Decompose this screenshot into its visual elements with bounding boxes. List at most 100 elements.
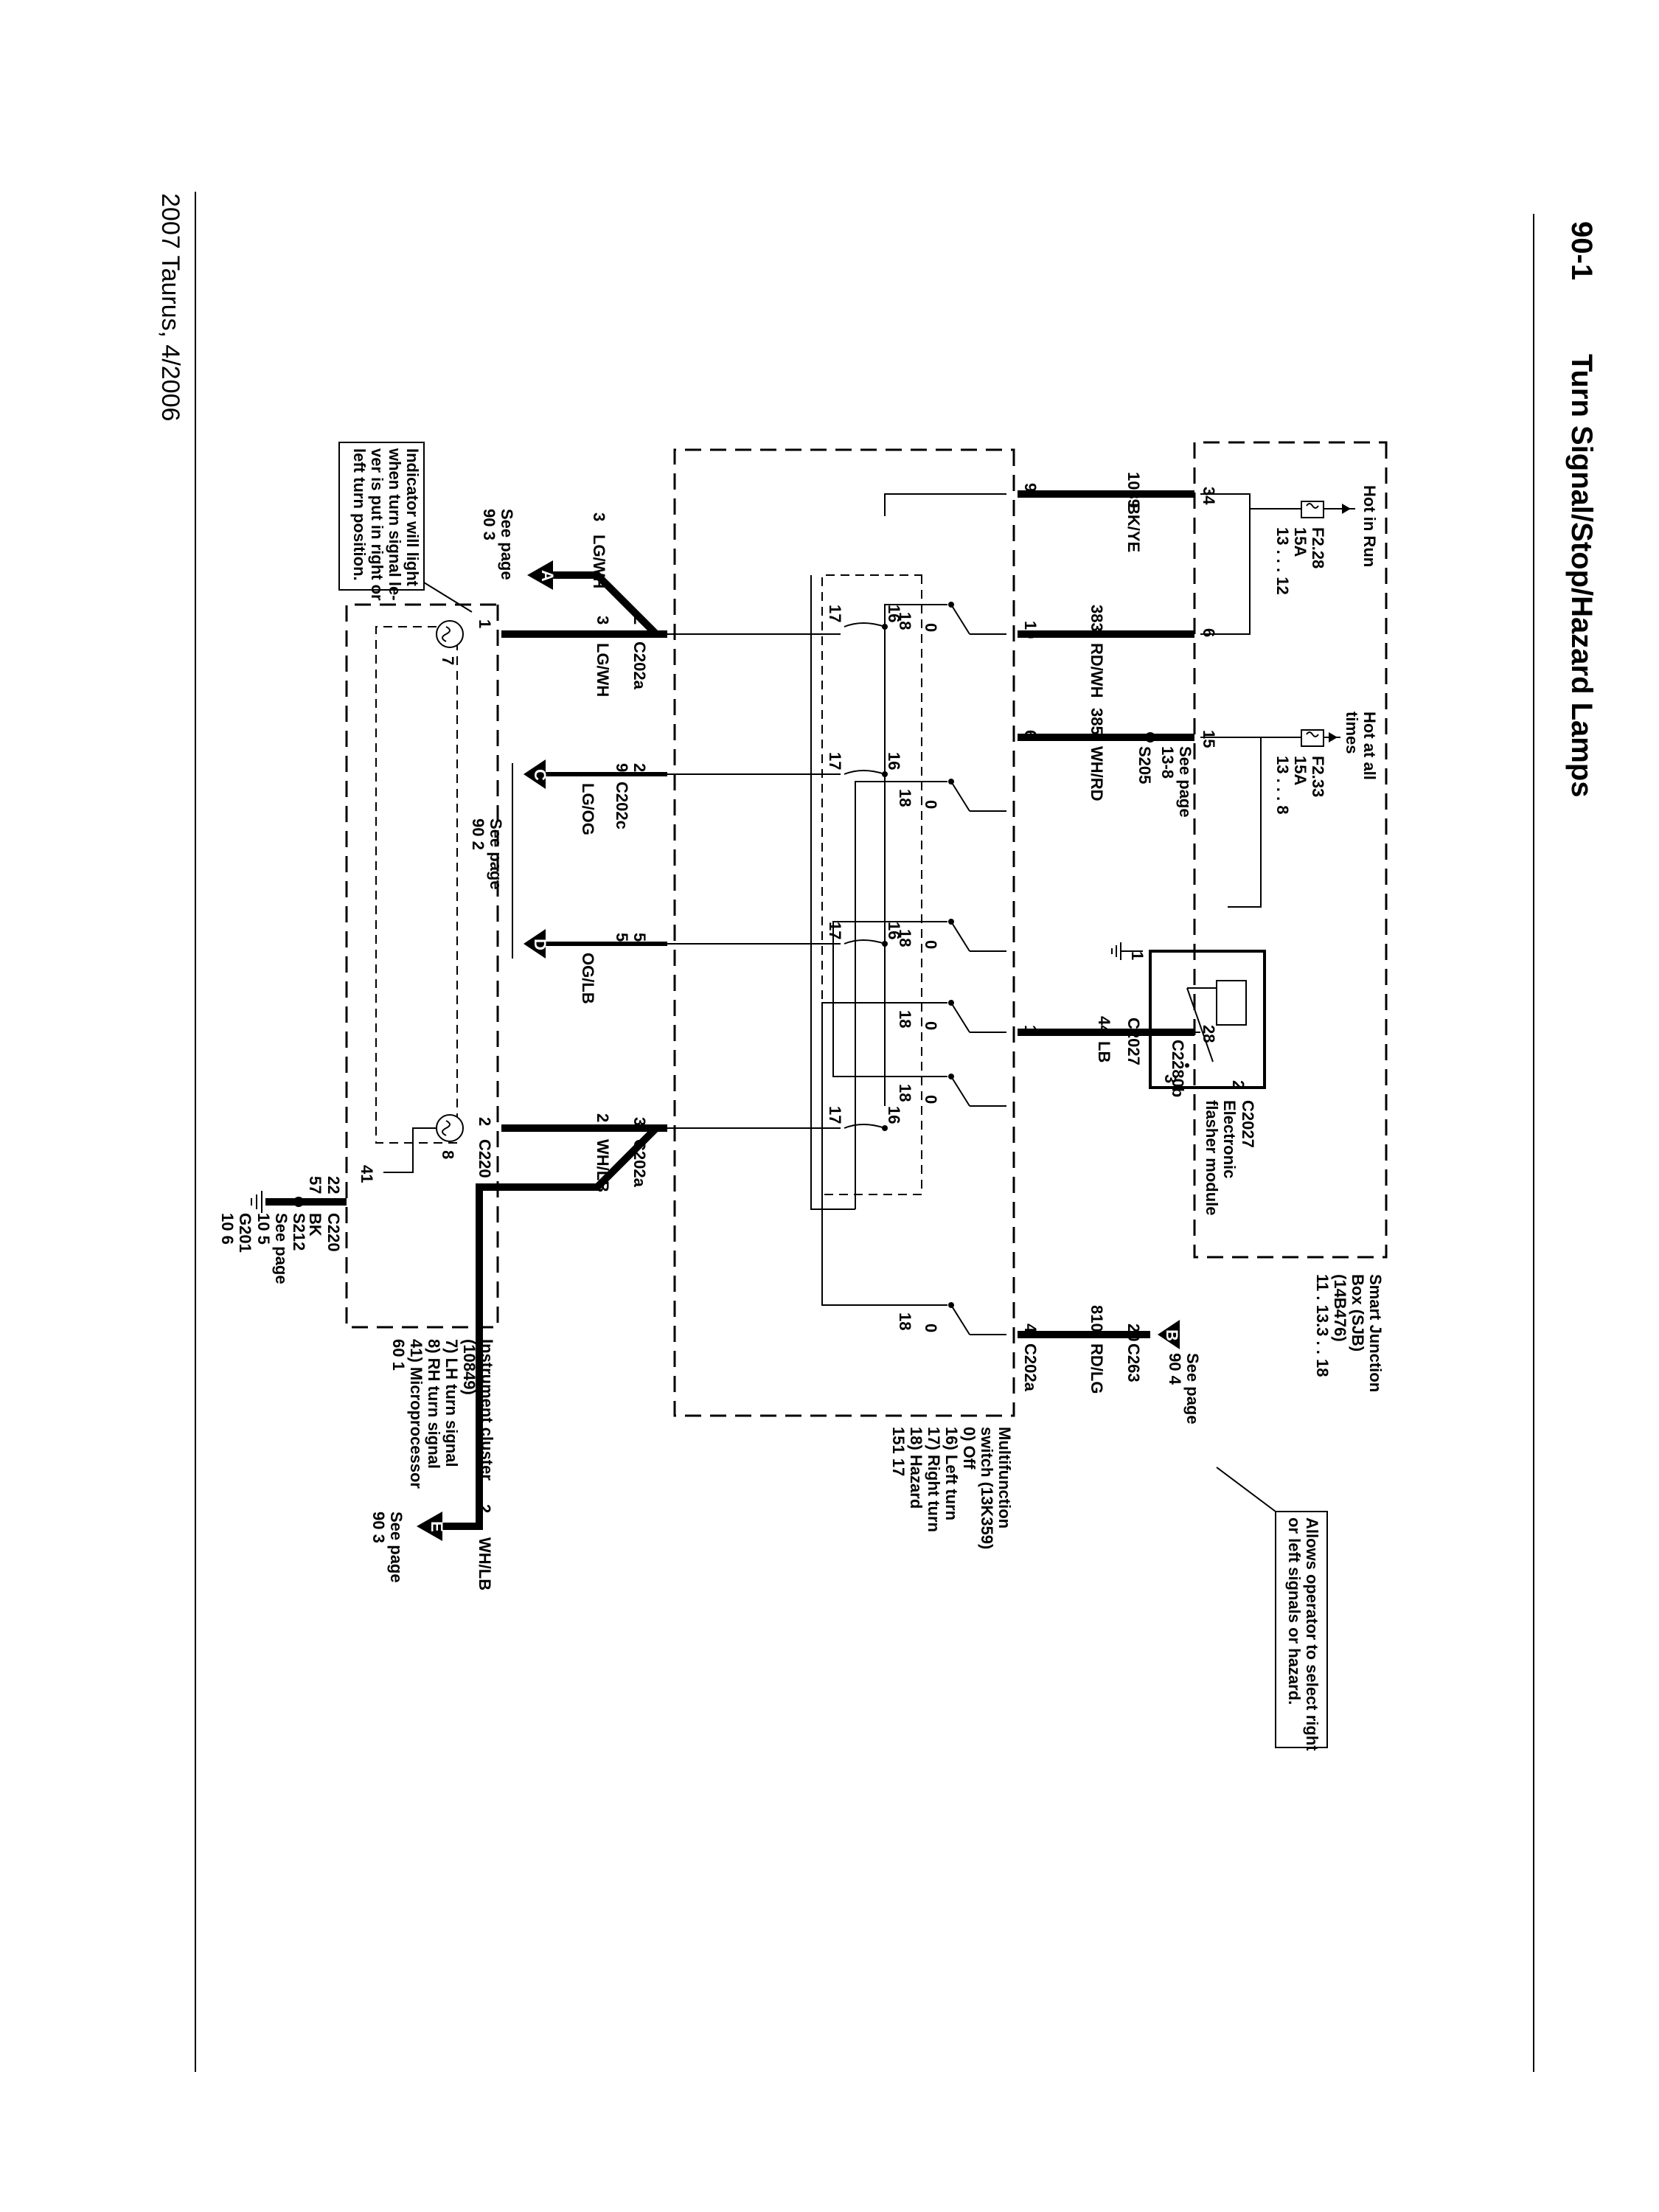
wire2-color: RD/WH xyxy=(1088,643,1106,698)
svg-text:0: 0 xyxy=(922,800,940,809)
s205-ref-label: See page xyxy=(1176,746,1194,818)
fuse2-id: F2.33 xyxy=(1309,756,1327,797)
indicator-note-line1: Indicator will light xyxy=(403,448,422,587)
splice-s205 xyxy=(1145,732,1155,742)
indicator-note-arrow xyxy=(423,582,473,613)
fuse1-arrow xyxy=(1342,504,1351,514)
wire3-color: WH/RD xyxy=(1088,746,1106,801)
see-page-a-color: LG/WH xyxy=(590,535,608,588)
fuse1-label: Hot in Run xyxy=(1360,485,1379,567)
footer-model: 2007 Taurus, 4/2006 xyxy=(156,193,184,421)
cluster-pin-22: 22 xyxy=(324,1176,343,1194)
see-page-a-letter: A xyxy=(538,570,557,582)
see-page-c-arrow xyxy=(524,759,546,789)
see-page-b-arrow xyxy=(1158,1320,1180,1349)
mfs-item-hazard: 18) Hazard xyxy=(907,1427,925,1509)
see-page-d-letter: D xyxy=(531,939,549,950)
cluster-c220: C220 xyxy=(476,1139,494,1178)
switch-contact-2: 0 18 xyxy=(896,779,1006,812)
wire3-circuit: 385 xyxy=(1088,708,1106,735)
wire4-pin: 1 xyxy=(1021,1025,1040,1034)
see-page-e-letter: E xyxy=(428,1521,446,1532)
sjb-part: (14B476) xyxy=(1331,1274,1349,1342)
fuse-icon xyxy=(1301,501,1324,518)
sjb-pin-6: 6 xyxy=(1200,628,1218,637)
svg-text:0: 0 xyxy=(922,623,940,632)
fuse-icon xyxy=(1301,729,1324,747)
lower-pin-c-9: 9 xyxy=(613,763,631,772)
flasher-c2027-label: C2027 xyxy=(1124,1018,1143,1065)
svg-text:18: 18 xyxy=(896,1312,914,1330)
see-page-b-letter: B xyxy=(1163,1329,1181,1341)
operator-note-line2: or left signals or hazard. xyxy=(1285,1517,1304,1705)
sjb-title: Smart Junction xyxy=(1366,1274,1385,1392)
svg-text:18: 18 xyxy=(896,789,914,807)
connector-c263: C263 xyxy=(1124,1343,1143,1382)
wire-wh-lb-to-e xyxy=(442,1124,667,1530)
cluster-pin-2: 2 xyxy=(476,1117,494,1126)
wire1-color: BK/YE xyxy=(1124,503,1143,552)
see-page-b-label: See page xyxy=(1183,1353,1202,1425)
fuse2-label: Hot at all xyxy=(1360,712,1379,780)
cluster-pin-1: 1 xyxy=(476,619,494,628)
indicator-note-box xyxy=(338,442,425,591)
indicator-note-line3: ver is put in right or xyxy=(368,448,386,601)
operator-note-arrow xyxy=(1216,1467,1276,1512)
sjb-pin-20: 20 xyxy=(1124,1324,1143,1341)
svg-text:16: 16 xyxy=(885,922,903,939)
fuse2-ref: 13 . . . 8 xyxy=(1273,756,1292,815)
turn-section-box xyxy=(821,574,922,1195)
see-page-e-pin: 2 xyxy=(476,1504,494,1513)
wire2-circuit: 383 xyxy=(1088,605,1106,632)
ground-circuit-57: 57 xyxy=(306,1176,324,1194)
switch-contact-4: 0 18 xyxy=(896,1000,1006,1033)
ground-bk: BK xyxy=(306,1213,324,1237)
fuse2-arrow xyxy=(1329,732,1338,742)
sjb-refs: 11 . 13.3 . . 18 xyxy=(1313,1274,1332,1377)
svg-text:0: 0 xyxy=(922,1021,940,1030)
cluster-pin-7: 7 xyxy=(439,656,457,665)
connector-c2280b: C2280b xyxy=(1169,1040,1187,1097)
svg-text:16: 16 xyxy=(885,752,903,770)
ground-icon xyxy=(1111,942,1121,960)
svg-text:18: 18 xyxy=(896,612,914,630)
turn-contact-4: 16 17 xyxy=(826,1106,903,1131)
mfs-link-d xyxy=(832,921,947,1077)
turn-common-bus xyxy=(810,575,855,1210)
flasher-name: Electronic xyxy=(1220,1100,1239,1178)
sjb-pin-15: 15 xyxy=(1200,730,1218,748)
lower-pin-2-rh: 2 xyxy=(594,1113,612,1122)
wire5-color: RD/LG xyxy=(1088,1343,1106,1394)
splice-s205-label: S205 xyxy=(1135,746,1154,784)
lower-lg-og: LG/OG xyxy=(579,783,597,835)
svg-text:0: 0 xyxy=(922,1324,940,1332)
mfs-title: Multifunction xyxy=(995,1427,1014,1528)
microprocessor-box xyxy=(375,626,458,1144)
fuse2-amp: 15A xyxy=(1291,756,1310,785)
see-page-b-ref: 90 4 xyxy=(1166,1353,1184,1385)
svg-text:16: 16 xyxy=(885,605,903,622)
flasher-pin2: 2 xyxy=(1229,1080,1248,1089)
splice-s212-label: S212 xyxy=(290,1213,308,1251)
lower-og-lb: OG/LB xyxy=(579,953,597,1004)
cluster-title: Instrument cluster xyxy=(478,1339,496,1481)
svg-text:17: 17 xyxy=(826,922,844,939)
cluster-item-lh: 7) LH turn signal xyxy=(442,1339,461,1467)
operator-note-box xyxy=(1275,1511,1328,1748)
fuse1-to-pin6 xyxy=(1200,509,1251,635)
turn-contact-2: 16 17 xyxy=(826,752,903,777)
wire5-pin: 4 xyxy=(1021,1324,1040,1333)
mfs-item-right: 17) Right turn xyxy=(925,1427,943,1532)
lower-pin-c-2: 2 xyxy=(630,763,649,772)
lower-pin-3-lh: 3 xyxy=(594,616,612,625)
fuse1-ref: 13 . . . 12 xyxy=(1273,527,1292,595)
wire3-pin: 6 xyxy=(1021,730,1040,739)
cluster-pin-41: 41 xyxy=(358,1165,376,1183)
wire1-pin: 9 xyxy=(1021,483,1040,492)
ground-icon xyxy=(251,1191,262,1213)
cluster-item-mp: 41) Microprocessor xyxy=(407,1339,425,1489)
cluster-pin-8: 8 xyxy=(439,1150,457,1159)
lower-lg-wh: LG/WH xyxy=(594,643,612,697)
